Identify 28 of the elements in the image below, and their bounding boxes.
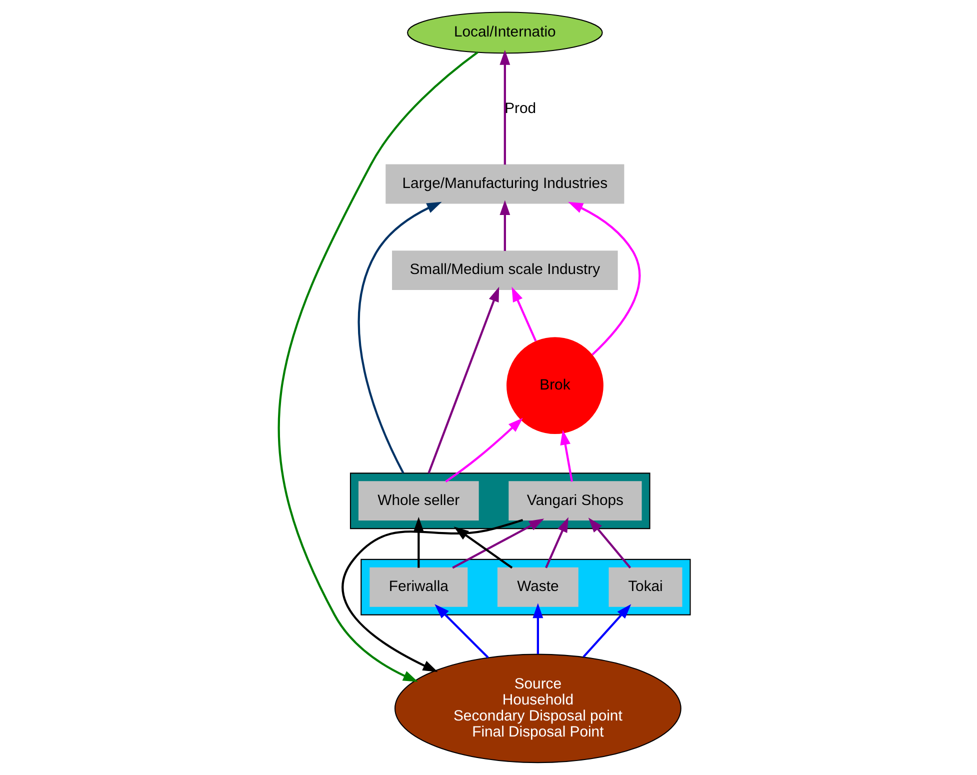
node-box: Waste — [497, 567, 578, 607]
arrow — [454, 526, 513, 569]
arrow — [452, 518, 544, 569]
node-box: Feriwalla — [370, 567, 468, 607]
arrow — [500, 50, 510, 165]
node-box: Whole seller — [358, 481, 479, 521]
arrow — [500, 200, 510, 251]
arrow — [512, 286, 537, 342]
node-box: Large/Manufacturing Industries — [386, 164, 624, 204]
arrow — [560, 430, 573, 482]
arrow — [582, 604, 632, 658]
arrow — [278, 51, 478, 682]
arrow — [434, 604, 489, 658]
cluster — [360, 558, 691, 616]
node-box: Tokai — [608, 567, 682, 607]
arrow — [545, 517, 568, 568]
arrow — [588, 518, 632, 568]
arrow — [532, 603, 544, 654]
arrow — [358, 202, 442, 474]
arrow — [413, 516, 424, 568]
node-ellipse: Local/Internatio — [407, 12, 603, 54]
arrow — [342, 519, 524, 672]
node-box: Small/Medium scale Industry — [392, 250, 618, 290]
arrow — [568, 202, 641, 356]
node-box: Vangari Shops — [508, 481, 642, 521]
arrow — [445, 418, 523, 483]
arrow — [428, 286, 500, 474]
node-ellipse: Source Household Secondary Disposal point Final Disposal Point — [394, 654, 682, 764]
